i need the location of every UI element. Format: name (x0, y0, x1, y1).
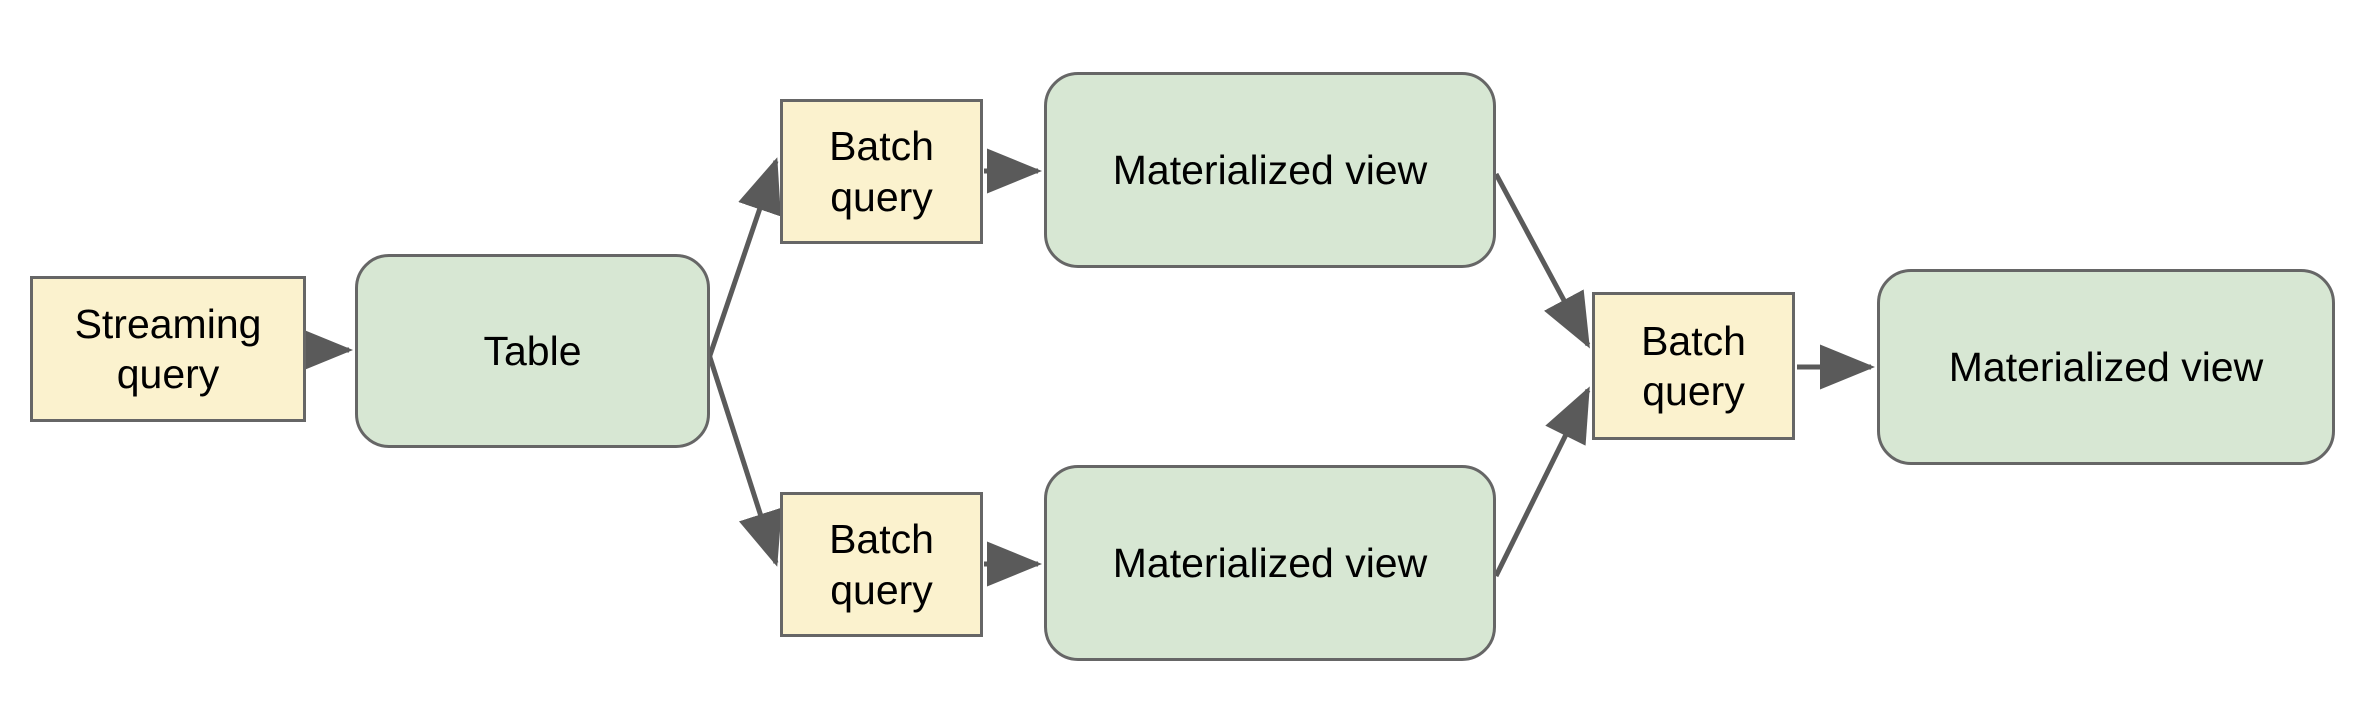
node-batch-query-bottom[interactable]: Batch query (780, 492, 983, 637)
node-materialized-view-final-label: Materialized view (1948, 343, 2264, 390)
node-batch-query-bottom-label: Batch query (829, 516, 934, 613)
node-batch-query-merge-label: Batch query (1641, 317, 1746, 414)
node-materialized-view-top[interactable]: Materialized view (1044, 72, 1496, 268)
node-materialized-view-bottom[interactable]: Materialized view (1044, 465, 1496, 661)
node-batch-query-merge[interactable]: Batch query (1592, 292, 1795, 440)
node-streaming-query-label: Streaming query (74, 300, 262, 397)
edge-table-to-batch-query-top (702, 157, 781, 371)
node-batch-query-top[interactable]: Batch query (780, 99, 983, 244)
node-table[interactable]: Table (355, 254, 710, 448)
node-materialized-view-final[interactable]: Materialized view (1877, 269, 2335, 465)
node-materialized-view-bottom-label: Materialized view (1112, 539, 1428, 586)
node-batch-query-top-label: Batch query (829, 123, 934, 220)
edge-mv-bottom-to-batch-query-merge (1493, 386, 1591, 578)
edge-mv-top-to-batch-query-merge (1493, 172, 1591, 349)
node-materialized-view-top-label: Materialized view (1112, 146, 1428, 193)
node-table-label: Table (483, 327, 582, 374)
node-streaming-query[interactable]: Streaming query (30, 276, 306, 422)
edge-table-to-batch-query-bottom (702, 341, 782, 567)
